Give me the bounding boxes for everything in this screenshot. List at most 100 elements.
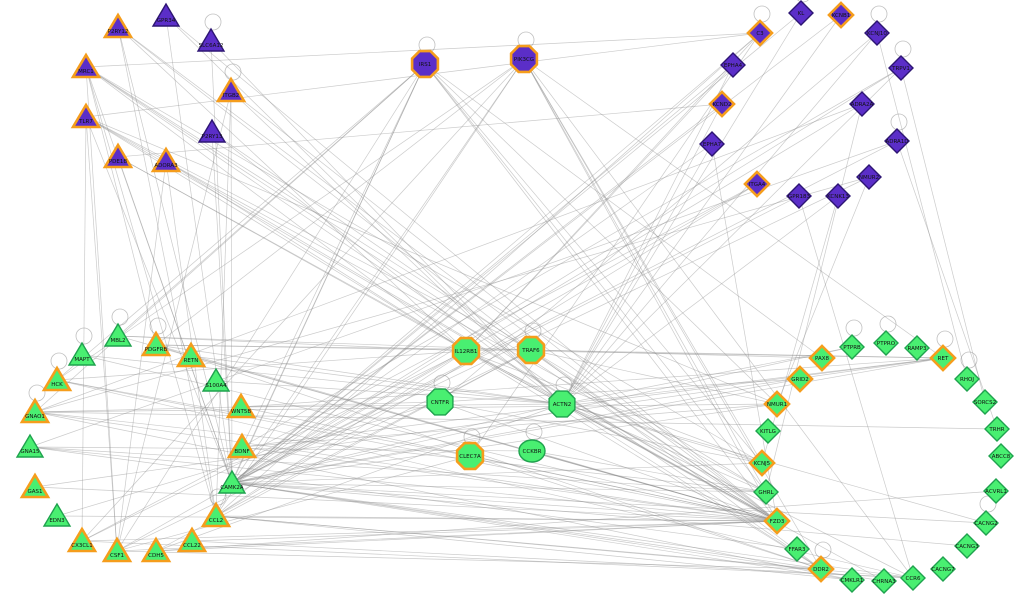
node-ADRA1D[interactable]: [884, 128, 910, 154]
node-CSF1[interactable]: [101, 536, 133, 563]
node-CNTFR[interactable]: [426, 388, 454, 416]
node-GAS1[interactable]: [19, 472, 51, 499]
node-ABCC8[interactable]: [988, 443, 1014, 469]
node-EDN3[interactable]: [42, 502, 72, 527]
node-GPR183[interactable]: [786, 183, 812, 209]
node-PDE1B[interactable]: [102, 142, 134, 169]
node-S100A4[interactable]: [201, 367, 231, 392]
node-RHOJ[interactable]: [954, 366, 980, 392]
node-CCR6[interactable]: [900, 565, 926, 591]
edge: [465, 350, 822, 570]
node-CACNG7[interactable]: [930, 556, 956, 582]
node-RETN[interactable]: [175, 341, 207, 368]
node-CX3CL1[interactable]: [66, 526, 98, 553]
node-ADORA3[interactable]: [150, 146, 182, 173]
node-CCL22[interactable]: [176, 526, 208, 553]
node-CHRNA3[interactable]: [871, 568, 897, 594]
node-PAX8[interactable]: [808, 344, 836, 372]
node-ADRA2A[interactable]: [849, 91, 875, 117]
edge: [215, 349, 532, 517]
node-SORCS2[interactable]: [972, 389, 998, 415]
edge: [231, 103, 863, 484]
node-KCNJ5[interactable]: [748, 449, 776, 477]
node-KITLG[interactable]: [755, 418, 781, 444]
node-CDH5[interactable]: [140, 536, 172, 563]
edge: [34, 403, 778, 413]
node-KCND2[interactable]: [708, 90, 736, 118]
node-ITGB2[interactable]: [215, 76, 247, 103]
node-TRHR[interactable]: [984, 416, 1010, 442]
edge: [231, 103, 723, 484]
edge: [56, 58, 525, 381]
node-MAPT[interactable]: [67, 341, 97, 366]
edge: [117, 63, 426, 337]
node-CCL2[interactable]: [200, 501, 232, 528]
node-IL12RB1[interactable]: [451, 336, 481, 366]
node-CACNG2[interactable]: [973, 510, 999, 536]
node-CAMK2A[interactable]: [217, 469, 247, 494]
node-PTPRO[interactable]: [873, 330, 899, 356]
node-PTPRB[interactable]: [839, 334, 865, 360]
node-RAMP3[interactable]: [904, 335, 930, 361]
edge: [85, 66, 233, 484]
node-KCNB1[interactable]: [827, 1, 855, 29]
edge: [85, 66, 763, 464]
node-CACNG3[interactable]: [954, 533, 980, 559]
node-DDR2[interactable]: [807, 555, 835, 583]
node-CLEC7A[interactable]: [455, 441, 485, 471]
edge: [81, 354, 563, 405]
node-RET[interactable]: [929, 344, 957, 372]
edge: [424, 63, 778, 405]
node-NMUR1[interactable]: [763, 390, 791, 418]
edge: [530, 349, 778, 405]
node-EPHA4[interactable]: [720, 52, 746, 78]
node-FZD3[interactable]: [763, 507, 791, 535]
edge: [561, 14, 842, 405]
node-TRAF6[interactable]: [516, 335, 546, 365]
node-PIK3CG[interactable]: [509, 44, 539, 74]
node-GNAO1[interactable]: [19, 397, 51, 424]
node-SLC6A12[interactable]: [196, 27, 226, 52]
node-PDGFRB[interactable]: [140, 330, 172, 357]
node-MBL2[interactable]: [103, 322, 133, 347]
node-NMUR2[interactable]: [856, 164, 882, 190]
node-KL[interactable]: [788, 0, 814, 26]
node-MRC1[interactable]: [70, 52, 102, 79]
node-C3[interactable]: [746, 19, 774, 47]
node-GPR34[interactable]: [151, 2, 181, 27]
node-BDNF[interactable]: [226, 432, 258, 459]
node-KCNJ10[interactable]: [864, 20, 890, 46]
node-P2RY13[interactable]: [197, 118, 227, 143]
node-GHRL[interactable]: [753, 479, 779, 505]
node-KCNK13[interactable]: [825, 183, 851, 209]
edge: [215, 515, 914, 579]
node-ACTN2[interactable]: [548, 390, 576, 418]
self-loop: [28, 384, 46, 402]
node-GNA15[interactable]: [15, 433, 45, 458]
node-EPHA7[interactable]: [699, 131, 725, 157]
edge: [798, 195, 914, 579]
node-ACVRL1[interactable]: [983, 478, 1009, 504]
edge: [230, 90, 563, 405]
node-CMKLR1[interactable]: [839, 567, 865, 593]
node-WNT5B[interactable]: [225, 392, 257, 419]
edge: [117, 26, 233, 484]
edge: [117, 156, 233, 484]
node-CCKBR[interactable]: [518, 439, 546, 463]
node-TRPV1[interactable]: [888, 55, 914, 81]
edge: [191, 520, 778, 542]
edge: [56, 379, 914, 579]
node-TLR7[interactable]: [70, 102, 102, 129]
node-HCK[interactable]: [41, 365, 73, 392]
node-FFAR3[interactable]: [784, 536, 810, 562]
edge: [530, 349, 823, 359]
node-GRID2[interactable]: [786, 365, 814, 393]
edge: [155, 520, 778, 552]
node-P2RY12[interactable]: [102, 12, 134, 39]
node-IRS1[interactable]: [410, 49, 440, 79]
self-loop: [204, 13, 222, 31]
edge: [116, 520, 778, 552]
node-ITGA4[interactable]: [743, 170, 771, 198]
